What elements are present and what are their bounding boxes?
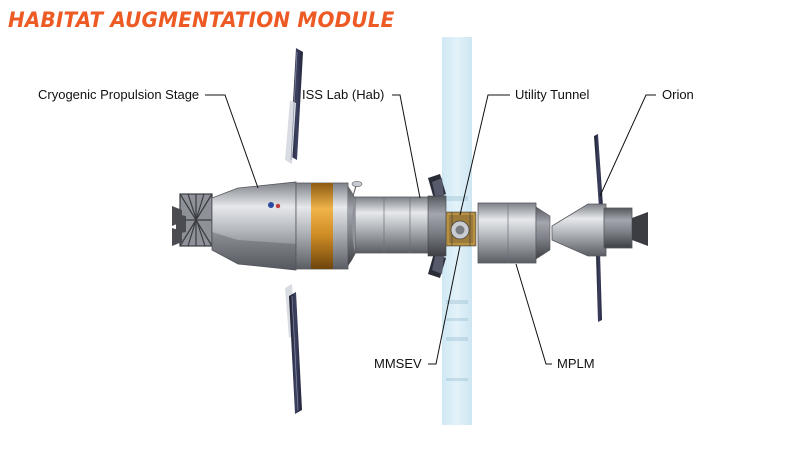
radiator-panels [428,174,446,278]
leader-mplm [515,263,552,365]
label-cryogenic-propulsion-stage: Cryogenic Propulsion Stage [38,87,200,102]
leader-mmsev [428,245,461,365]
cps-solar-array-upper [285,48,303,164]
mplm-forward-cone [535,206,551,260]
leader-orion [599,94,656,197]
orion-capsule [551,203,607,257]
cps-solar-array-lower [285,284,302,414]
mplm-module [477,202,537,264]
cps-antenna [351,181,363,197]
diagram-title: HABITAT AUGMENTATION MODULE [8,8,395,32]
label-mmsev: MMSEV [374,356,422,371]
orion-solar-array-lower [596,252,602,322]
leader-cps [205,94,259,189]
label-mplm: MPLM [557,356,595,371]
tunnel-plane-marks [446,196,468,381]
mmsev-vehicle [450,220,470,240]
orion-solar-array-upper [594,134,603,208]
cps-gold-band [311,183,333,269]
leader-lines [205,94,656,365]
cps-tank-body [211,181,297,271]
cps-engines [172,206,186,246]
label-orion: Orion [662,87,694,102]
orion-engine-nozzle [632,212,648,246]
label-iss-lab-hab: ISS Lab (Hab) [302,87,385,102]
leader-iss-lab [392,94,421,199]
cps-insignia [268,202,274,208]
cps-tank-shadow [212,232,296,270]
label-utility-tunnel: Utility Tunnel [515,87,590,102]
orion-service-module [603,207,633,249]
iss-lab-hab-module [354,196,431,254]
leader-utility-tunnel [459,94,510,216]
